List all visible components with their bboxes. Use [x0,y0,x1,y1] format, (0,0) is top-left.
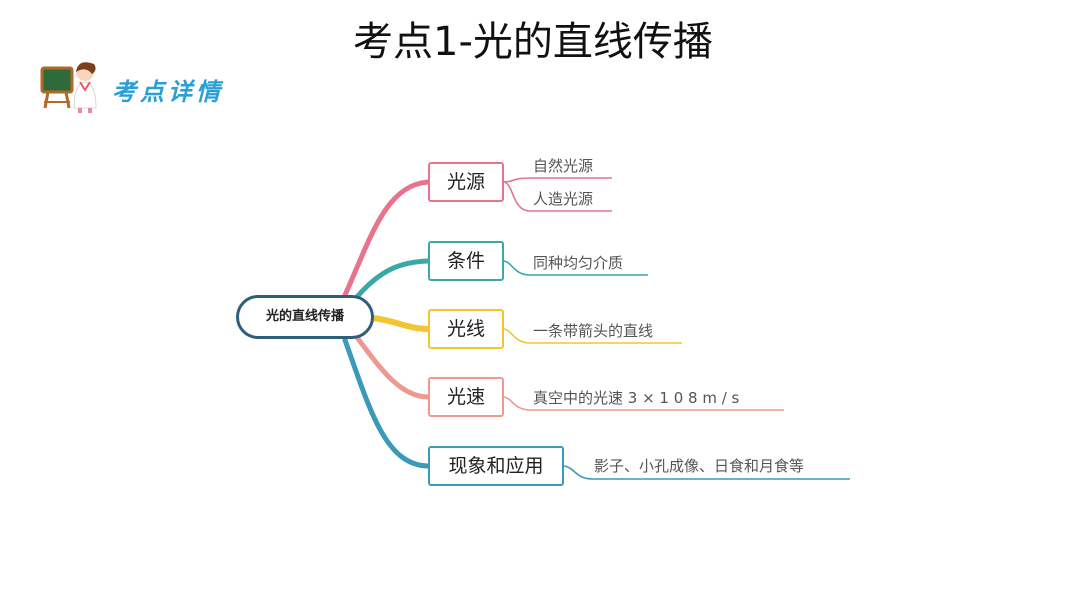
leaf-line-一条带箭头的直线 [503,328,682,344]
leaf-line-现象和应用 [563,465,850,480]
connector-光线 [369,315,431,332]
mindmap-root: 光的直线传播 [236,295,374,339]
branch-光速: 光速 [428,377,504,417]
leaf-同种均匀介质: 同种均匀介质 [533,254,624,272]
branch-条件: 条件 [428,241,504,281]
leaf-人造光源: 人造光源 [533,190,594,208]
branch-现象和应用: 现象和应用 [428,446,564,486]
teacher-at-blackboard-icon [40,62,97,113]
leaf-现象和应用: 影子、小孔成像、日食和月食等 [594,457,805,475]
connector-光源 [342,179,431,298]
leaf-line-光速值 [503,396,784,411]
connector-现象和应用 [342,337,431,469]
leaf-自然光源: 自然光源 [533,157,594,175]
branch-光源: 光源 [428,162,504,202]
leaf-line-自然光源 [503,177,612,183]
section-badge: 考点详情 [40,58,260,114]
leaf-光速值: 真空中的光速 3 × 1 0 8 m / s [533,389,740,407]
branch-光线: 光线 [428,309,504,349]
leaf-一条带箭头的直线: 一条带箭头的直线 [533,322,654,340]
badge-label: 考点详情 [112,77,224,106]
slide-title: 考点1-光的直线传播 [353,19,713,65]
connector-条件 [353,258,431,301]
connector-光速 [353,333,431,400]
leaf-line-同种均匀介质 [503,260,648,276]
leaf-line-人造光源 [503,181,612,212]
